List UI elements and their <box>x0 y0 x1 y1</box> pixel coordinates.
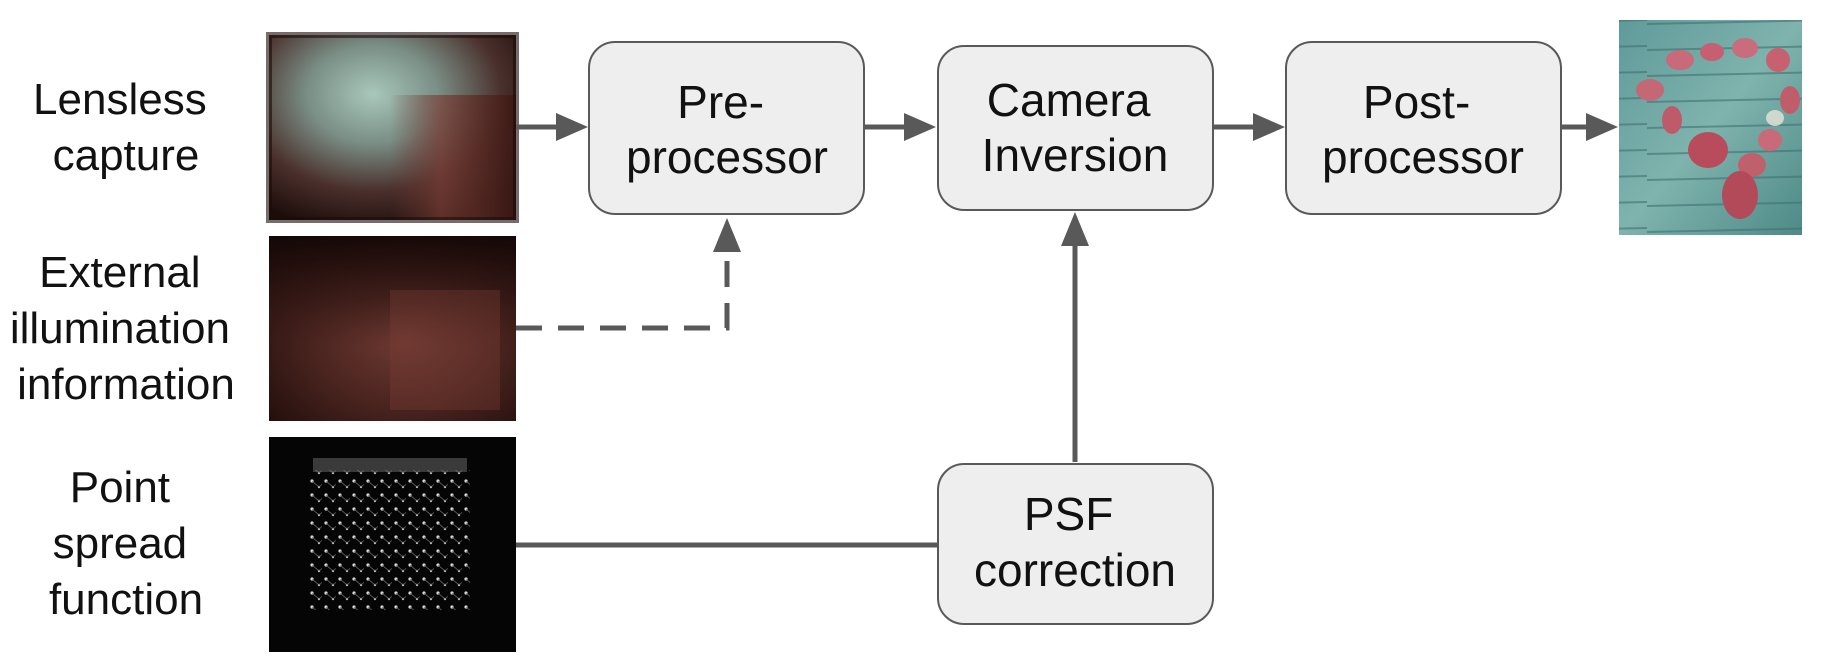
label-lensless-capture: Lensless capture <box>33 75 219 180</box>
psf-correction-block: PSF correction <box>937 463 1214 625</box>
camera-inversion-block: Camera Inversion <box>937 45 1214 211</box>
preprocessor-label: Pre- processor <box>626 76 828 183</box>
arrowhead-icon <box>1061 212 1089 246</box>
preprocessor-block: Pre- processor <box>588 41 865 215</box>
arrowhead-icon <box>1586 113 1618 141</box>
external-illumination-image <box>269 236 516 421</box>
arrowhead-icon <box>713 218 741 252</box>
dashed-arrow-illumination-to-preprocessor <box>516 250 730 331</box>
camera-inversion-label: Camera Inversion <box>982 74 1169 181</box>
label-point-spread-function: Point spread function <box>49 463 203 624</box>
output-image <box>1619 20 1802 235</box>
postprocessor-block: Post- processor <box>1285 41 1562 215</box>
arrowhead-icon <box>1253 113 1285 141</box>
arrowhead-icon <box>904 113 936 141</box>
lensless-capture-image <box>266 32 519 223</box>
psf-image <box>269 437 516 652</box>
psf-correction-label: PSF correction <box>974 488 1176 596</box>
arrowhead-icon <box>556 113 588 141</box>
postprocessor-label: Post- processor <box>1322 76 1524 183</box>
label-external-illumination: External illumination information <box>10 248 242 409</box>
